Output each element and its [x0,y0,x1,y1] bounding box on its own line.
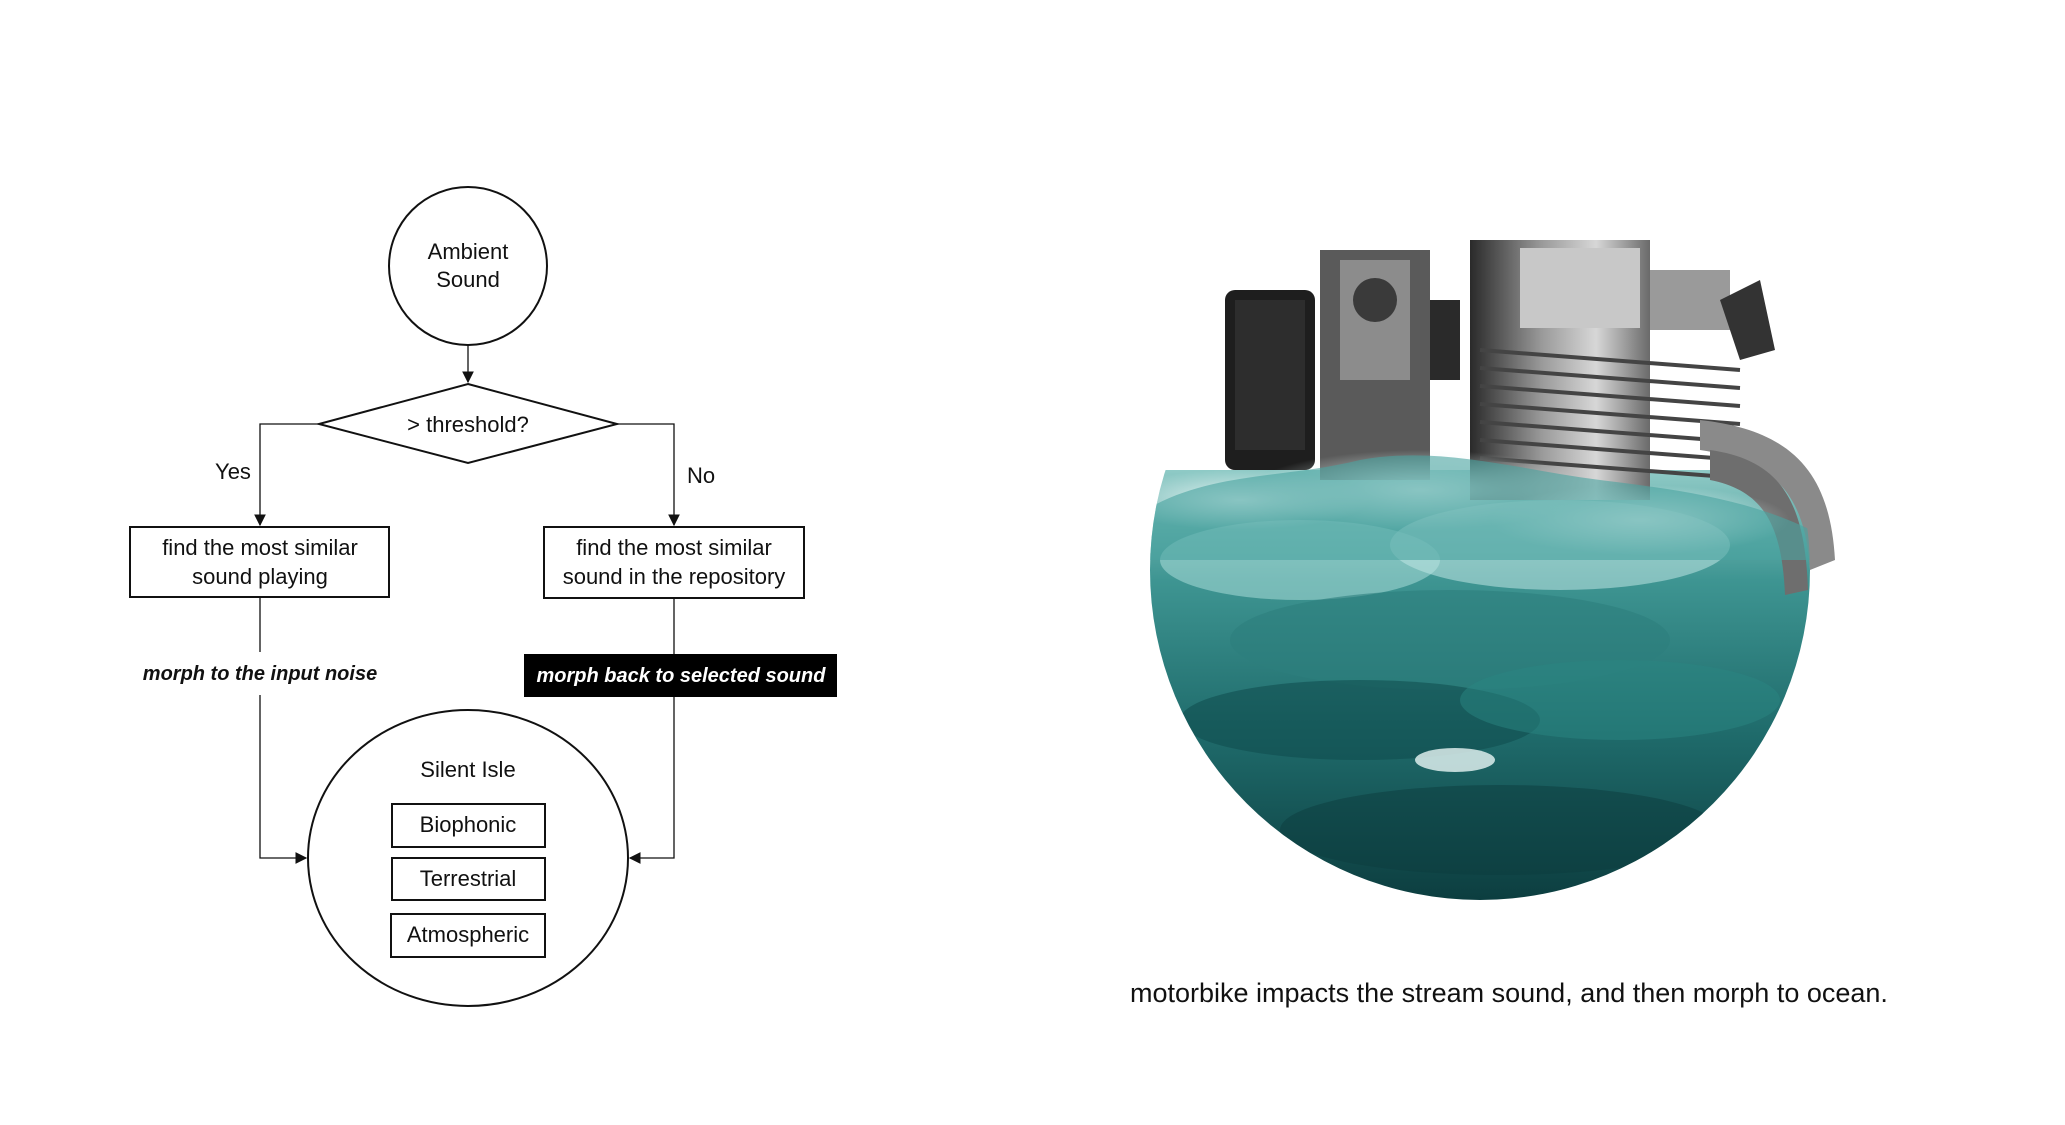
item-biophonic-label: Biophonic [420,812,517,837]
start-node-ambient-sound: Ambient Sound [388,186,548,346]
process-find-similar-repository: find the most similar sound in the repos… [543,526,805,599]
process-right-line1: find the most similar [576,535,772,560]
edge-left-to-isle [259,695,308,864]
edge-right-label: morph back to selected sound [537,665,827,687]
start-label-line2: Sound [436,267,500,292]
item-terrestrial-box [391,857,546,901]
edge-yes-branch [254,423,319,527]
edge-right-label-bg [524,654,837,697]
end-title: Silent Isle [420,757,515,782]
motorbike-ocean-illustration [1150,240,1835,900]
illustration-caption: motorbike impacts the stream sound, and … [1130,978,1888,1008]
decision-diamond [315,382,621,465]
process-left-line1: find the most similar [162,535,358,560]
edge-right-label-badge: morph back to selected sound [524,654,837,697]
process-find-similar-playing: find the most similar sound playing [129,526,390,598]
item-terrestrial-label: Terrestrial [420,866,517,891]
edge-left-label: morph to the input noise [143,663,377,685]
branch-yes-label: Yes [215,459,251,484]
item-atmospheric-box [390,913,546,958]
foam-splash [1150,450,1810,560]
start-circle [388,186,548,346]
start-label-line1: Ambient [428,239,509,264]
decision-label: > threshold? [407,412,529,437]
motorbike-engine [1225,240,1835,595]
item-biophonic-box [391,803,546,848]
edge-right-to-isle [628,697,675,864]
end-node-silent-isle: Silent Isle Biophonic Terrestrial Atmosp… [307,709,629,1007]
branch-no-label: No [687,463,715,488]
edge-no-branch [617,423,680,527]
process-left-line2: sound playing [192,564,328,589]
process-right-line2: sound in the repository [563,564,786,589]
process-right-box [543,526,805,599]
process-left-box [129,526,390,598]
decision-threshold: > threshold? [315,382,621,465]
item-atmospheric-label: Atmospheric [407,922,529,947]
